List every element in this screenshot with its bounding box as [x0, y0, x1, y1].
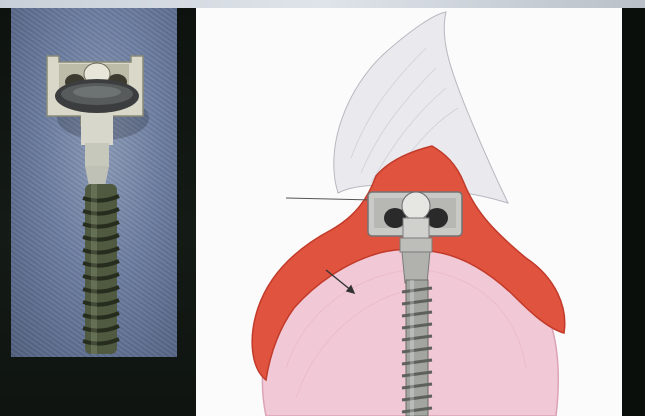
top-border-strip [0, 0, 645, 8]
implant-illustration-panel [196, 8, 622, 416]
implant-photo [11, 8, 177, 357]
abutment-post [400, 218, 432, 283]
implant-threaded-body [83, 184, 119, 354]
implant-illustration [196, 8, 622, 416]
implant-screw [402, 280, 432, 416]
implant-neck [81, 113, 113, 186]
right-dark-border [622, 8, 645, 416]
arrow-to-housing [286, 197, 374, 203]
implant-photo-panel [11, 8, 177, 357]
